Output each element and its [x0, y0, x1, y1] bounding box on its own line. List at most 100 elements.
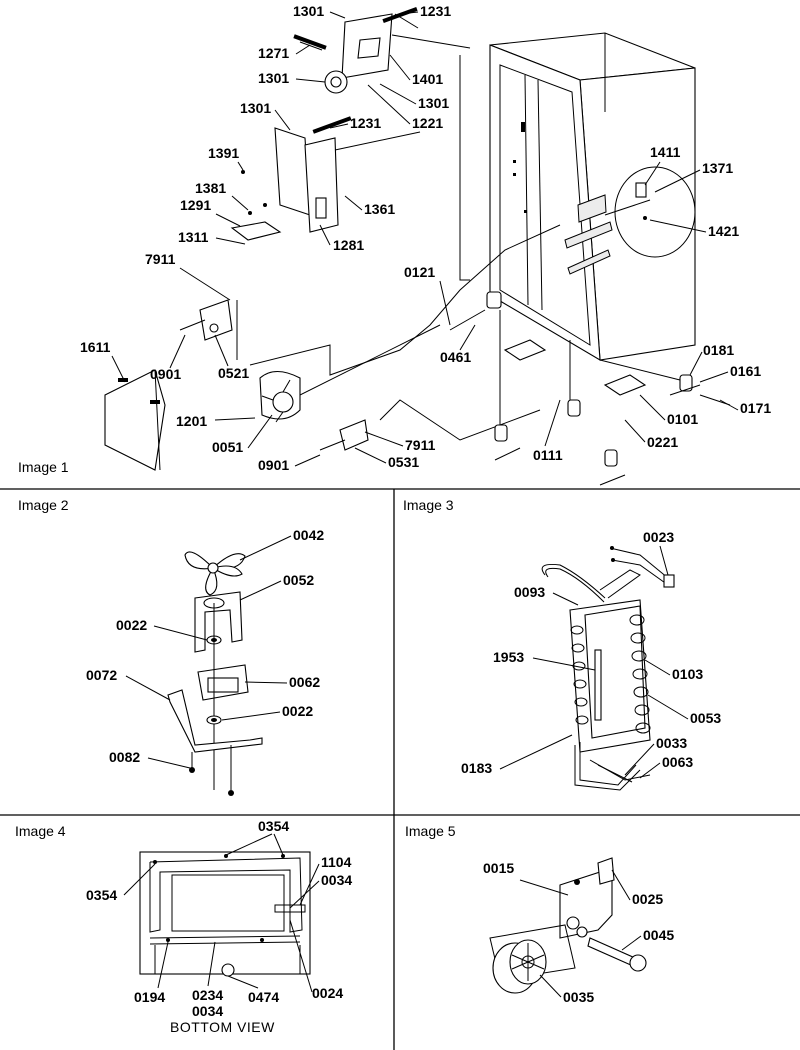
callout-label: 0194: [134, 989, 165, 1005]
defrost-harness: [541, 546, 675, 603]
image2-panel: Image 2: [18, 497, 324, 796]
image3-panel: Image 3: [403, 497, 721, 791]
callout-label: 0045: [643, 927, 674, 943]
image1-panel: Image 1: [18, 3, 771, 486]
image5-panel: Image 5 0015 0025 0045 0035: [405, 823, 674, 1005]
callout-label: 0354: [258, 818, 289, 834]
callout-label: 0161: [730, 363, 761, 379]
callout-label: 1231: [420, 3, 451, 19]
callout-label: 0023: [643, 529, 674, 545]
bottom-view-caption: BOTTOM VIEW: [170, 1019, 275, 1035]
hinge-bracket-lower: [319, 419, 369, 451]
callout-label: 0181: [703, 342, 734, 358]
callout-label: 1301: [418, 95, 449, 111]
callout-label: 0521: [218, 365, 249, 381]
callout-label: 1361: [364, 201, 395, 217]
motor-mount-bracket: [167, 689, 263, 796]
image5-leader-lines: [519, 869, 642, 998]
callout-label: 1201: [176, 413, 207, 429]
callout-label: 0053: [690, 710, 721, 726]
callout-label: 0025: [632, 891, 663, 907]
callout-label: 0474: [248, 989, 279, 1005]
callout-label: 0022: [116, 617, 147, 633]
callout-label: 0051: [212, 439, 243, 455]
coil-tubes-right: [629, 614, 651, 734]
callout-label: 1311: [178, 229, 209, 245]
callout-label: 7911: [145, 251, 176, 267]
image2-callouts: 0042 0052 0022 0072 0062 0022 0082: [86, 527, 324, 765]
callout-label: 1271: [258, 45, 289, 61]
callout-label: 0034: [321, 872, 352, 888]
callout-label: 0042: [293, 527, 324, 543]
roller-and-leveler-assemblies: [449, 291, 731, 486]
callout-label: 0221: [647, 434, 678, 450]
refrigerator-cabinet: [489, 32, 696, 362]
callout-label: 0052: [283, 572, 314, 588]
callout-label: 1371: [702, 160, 733, 176]
callout-label: 0183: [461, 760, 492, 776]
callout-label: 1231: [350, 115, 381, 131]
coil-tubes-left: [570, 625, 589, 725]
callout-label: 0103: [672, 666, 703, 682]
image3-title: Image 3: [403, 497, 454, 513]
image4-title: Image 4: [15, 823, 66, 839]
callout-label: 0111: [533, 447, 563, 463]
callout-label: 1301: [258, 70, 289, 86]
callout-label: 1421: [708, 223, 739, 239]
callout-label: 0101: [667, 411, 698, 427]
callout-label: 0015: [483, 860, 514, 876]
callout-label: 1381: [195, 180, 226, 196]
roller-wheel: [489, 924, 576, 994]
callout-label: 1401: [412, 71, 443, 87]
image1-callouts: 1301 1231 1271 1301 1401 1301 1221 1301 …: [80, 3, 771, 473]
fan-motor: [197, 603, 249, 790]
callout-label: 0354: [86, 887, 117, 903]
callout-label: 0072: [86, 667, 117, 683]
callout-label: 0093: [514, 584, 545, 600]
image3-leader-lines: [499, 545, 689, 779]
callout-label: 0171: [740, 400, 771, 416]
image3-callouts: 0023 0093 1953 0103 0053 0033 0063 0183: [461, 529, 721, 776]
callout-label: 0901: [150, 366, 181, 382]
callout-label: 0234: [192, 987, 223, 1003]
condenser-fan: [259, 370, 301, 423]
fan-blade: [184, 551, 246, 596]
axle-pin: [587, 937, 647, 972]
callout-label: 0022: [282, 703, 313, 719]
image4-panel: Image 4 0354 1104 0034 0354 0194 0234 00…: [15, 818, 352, 1035]
callout-label: 7911: [405, 437, 436, 453]
callout-label: 0062: [289, 674, 320, 690]
image5-title: Image 5: [405, 823, 456, 839]
callout-label: 1291: [180, 197, 211, 213]
callout-label: 0901: [258, 457, 289, 473]
callout-label: 0461: [440, 349, 471, 365]
air-duct-assembly: [230, 116, 421, 241]
callout-label: 1281: [333, 237, 364, 253]
control-bubble: [604, 166, 696, 258]
callout-label: 1221: [412, 115, 443, 131]
image1-title: Image 1: [18, 459, 69, 475]
callout-label: 0063: [662, 754, 693, 770]
callout-label: 0035: [563, 989, 594, 1005]
hinge-bracket-upper: [179, 299, 238, 360]
roller-bracket: [559, 857, 615, 939]
kickplate-grille: [104, 369, 166, 471]
callout-label: 1953: [493, 649, 524, 665]
callout-label: 0531: [388, 454, 419, 470]
evaporator-fan-assembly: [293, 6, 471, 94]
callout-label: 0082: [109, 749, 140, 765]
callout-label: 1611: [80, 339, 111, 355]
callout-label: 1301: [293, 3, 324, 19]
callout-label: 0033: [656, 735, 687, 751]
image4-leader-lines: [123, 833, 320, 993]
callout-label: 1391: [208, 145, 239, 161]
callout-label: 1104: [321, 854, 352, 870]
callout-label: 0121: [404, 264, 435, 280]
evaporator-coil: [569, 599, 651, 753]
callout-label: 1301: [240, 100, 271, 116]
panel-dividers: [0, 488, 800, 1050]
image2-leader-lines: [125, 535, 292, 769]
cabinet-bottom-view: [139, 851, 311, 977]
callout-label: 0024: [312, 985, 343, 1001]
grommet-lower: [206, 715, 222, 725]
